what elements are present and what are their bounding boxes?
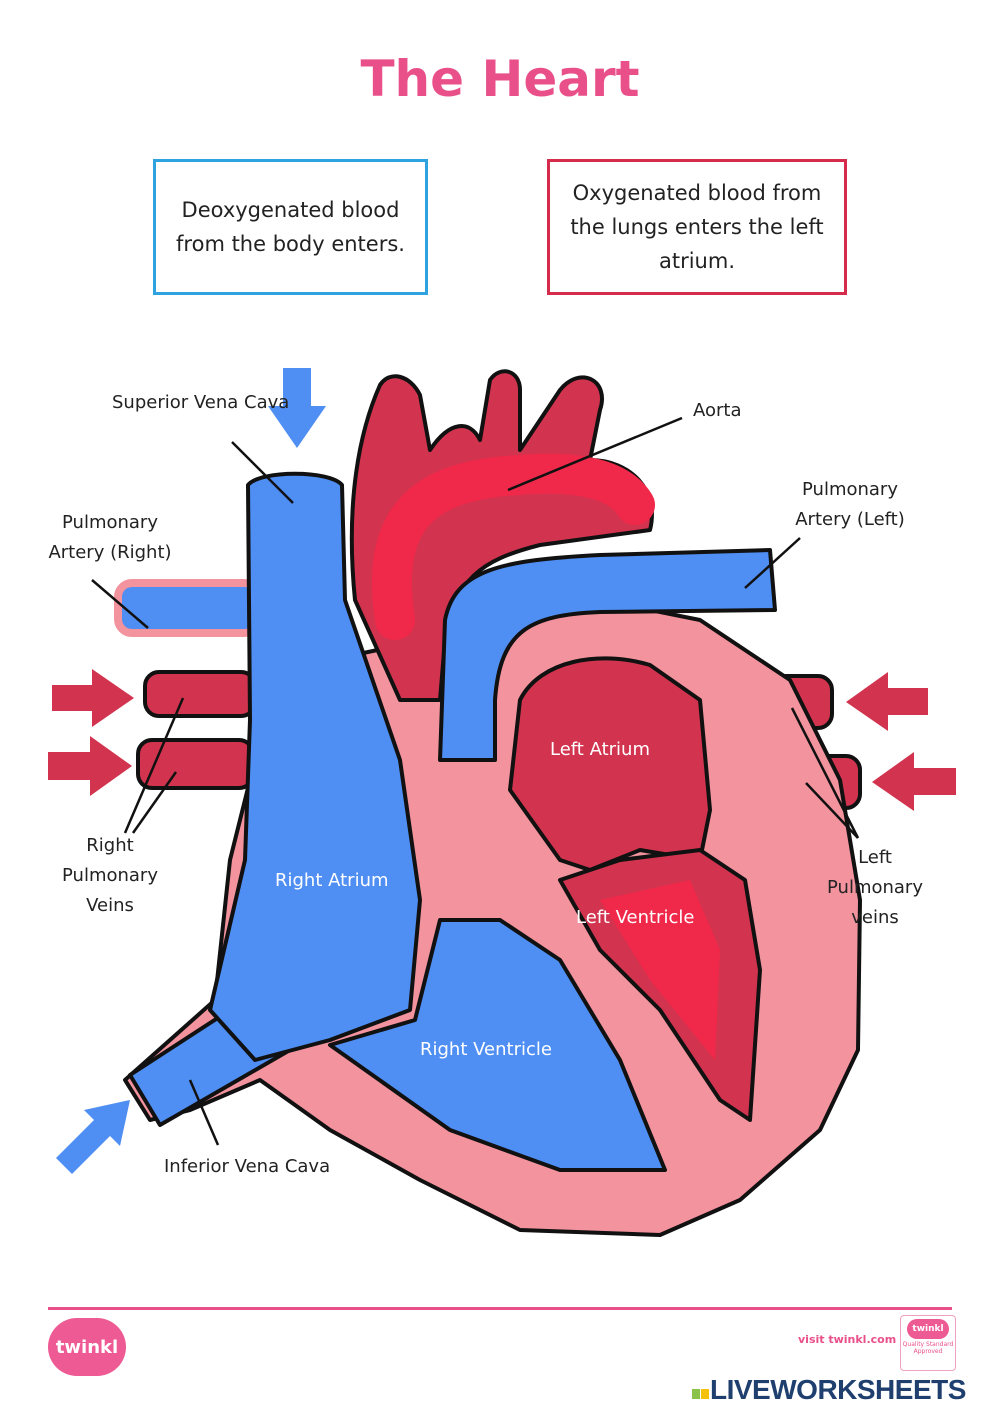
label-left-ventricle: Left Ventricle xyxy=(576,907,695,928)
label-pulmonary-artery-right: Pulmonary Artery (Right) xyxy=(48,512,172,563)
twinkl-logo: twinkl xyxy=(48,1318,126,1376)
footer-divider xyxy=(48,1307,952,1310)
arrow-right-red-1 xyxy=(52,669,134,727)
logo-square-icon xyxy=(692,1389,700,1399)
arrow-down-blue xyxy=(268,368,326,448)
oxygenated-info-box: Oxygenated blood from the lungs enters t… xyxy=(547,159,847,295)
label-aorta: Aorta xyxy=(693,400,742,421)
label-inferior-vena-cava: Inferior Vena Cava xyxy=(164,1156,331,1177)
heart-diagram xyxy=(48,368,956,1237)
label-right-pulmonary-veins: Right Pulmonary Veins xyxy=(62,835,158,916)
leader-lines xyxy=(91,416,860,1146)
label-left-pulmonary-veins: Left Pulmonary veins xyxy=(827,847,923,928)
visit-link[interactable]: visit twinkl.com xyxy=(798,1333,897,1346)
label-right-atrium: Right Atrium xyxy=(275,870,389,891)
arrow-diagonal-blue xyxy=(56,1100,130,1174)
right-ventricle xyxy=(328,918,667,1172)
watermark-text: LIVEWORKSHEETS xyxy=(710,1374,966,1405)
label-left-atrium: Left Atrium xyxy=(550,739,650,760)
badge-logo: twinkl xyxy=(907,1319,949,1339)
page-title: The Heart xyxy=(360,50,640,108)
arrow-left-red-2 xyxy=(872,752,956,811)
pulmonary-artery-right xyxy=(114,579,262,637)
logo-square-icon xyxy=(701,1389,709,1399)
arrows xyxy=(48,368,956,1174)
liveworksheets-watermark: LIVEWORKSHEETS xyxy=(692,1374,966,1406)
pulmonary-artery xyxy=(438,548,777,762)
badge-text: Quality Standard Approved xyxy=(902,1341,954,1355)
label-superior-vena-cava: Superior Vena Cava xyxy=(112,392,290,413)
label-right-ventricle: Right Ventricle xyxy=(420,1039,552,1060)
deoxygenated-info-box: Deoxygenated blood from the body enters. xyxy=(153,159,428,295)
arrow-right-red-2 xyxy=(48,736,132,796)
aorta xyxy=(349,369,654,702)
label-pulmonary-artery-left: Pulmonary Artery (Left) xyxy=(795,479,905,530)
arrow-left-red-1 xyxy=(846,672,928,731)
left-atrium xyxy=(508,656,712,872)
